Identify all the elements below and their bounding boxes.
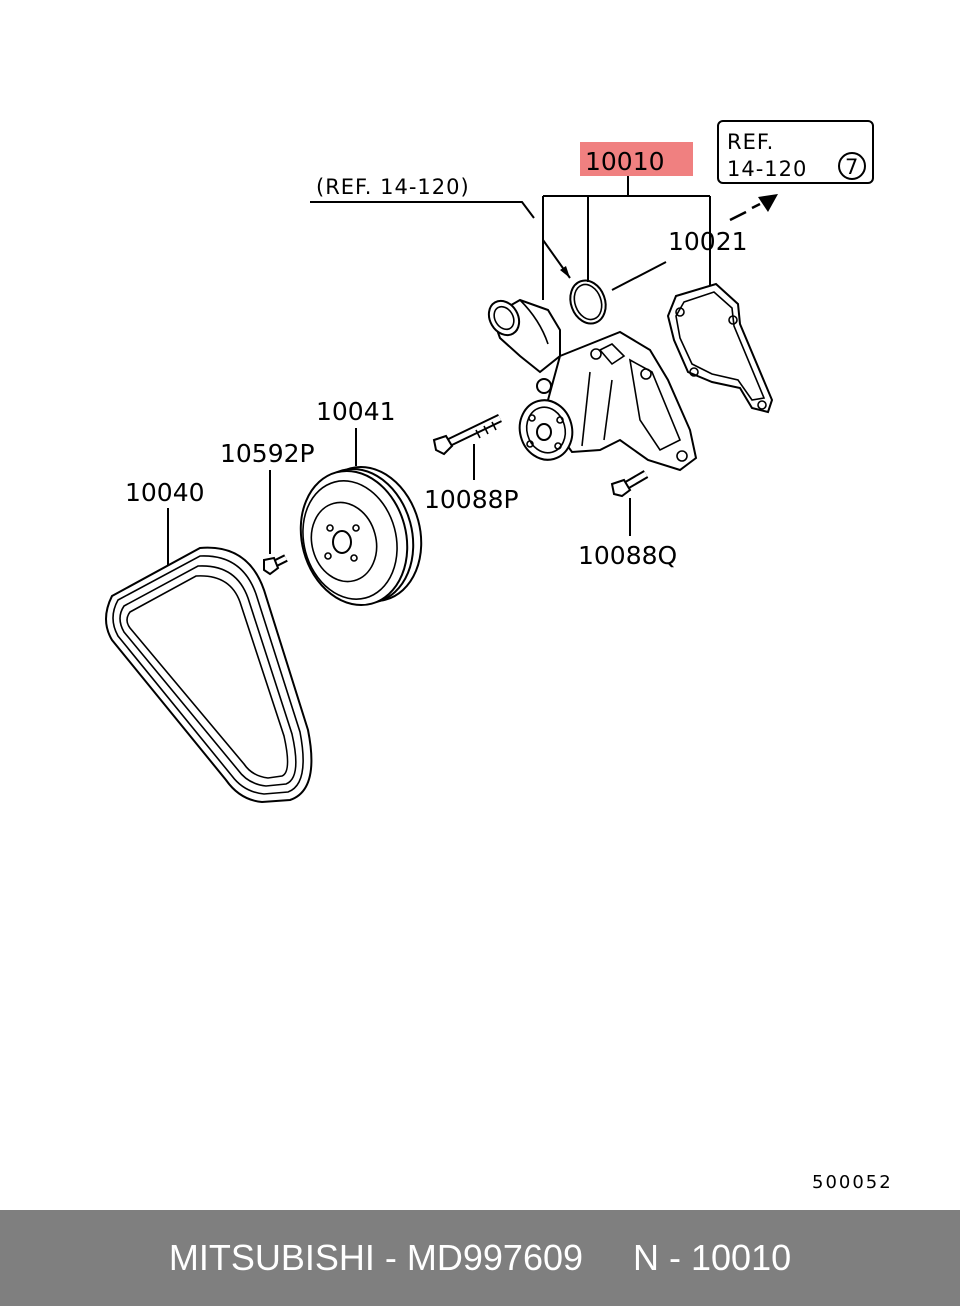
label-10040[interactable]: 10040 (125, 478, 205, 507)
diagram-code: 500052 (812, 1172, 893, 1193)
ref-box-line1: REF. (727, 130, 774, 154)
ref-box-circle-number: 7 (845, 155, 859, 179)
label-10041[interactable]: 10041 (316, 397, 396, 426)
footer-separator: - (374, 1237, 407, 1278)
pulley (299, 465, 423, 607)
water-pump (487, 298, 698, 472)
long-bolt (432, 413, 502, 456)
ref-left-leader (310, 201, 535, 219)
ref-box: REF. 14-120 7 (717, 120, 874, 184)
ref-arrow (729, 194, 778, 222)
v-belt (105, 546, 313, 804)
part-number-highlight (580, 142, 693, 176)
o-ring (569, 279, 607, 325)
footer-ref-number: N - 10010 (633, 1237, 792, 1278)
gasket (666, 282, 774, 414)
leader-10010 (542, 176, 711, 300)
parts-diagram: 10010 (REF. 14-120) REF. 14-120 7 10021 (105, 120, 893, 1193)
label-10021[interactable]: 10021 (668, 227, 748, 256)
leader-10021 (611, 261, 667, 291)
label-10088p[interactable]: 10088P (424, 485, 519, 514)
footer-brand: MITSUBISHI (168, 1237, 375, 1278)
label-10592p[interactable]: 10592P (220, 439, 315, 468)
footer-part-number: MD997609 (406, 1237, 584, 1278)
label-10010[interactable]: 10010 (585, 147, 665, 176)
pulley-bolt (263, 554, 288, 576)
label-10088q[interactable]: 10088Q (578, 541, 677, 570)
footer-bar: MITSUBISHI - MD997609 N - 10010 (0, 1210, 960, 1306)
ref-box-line2: 14-120 (727, 157, 807, 181)
short-bolt (610, 470, 649, 498)
ref-left: (REF. 14-120) (316, 175, 470, 199)
